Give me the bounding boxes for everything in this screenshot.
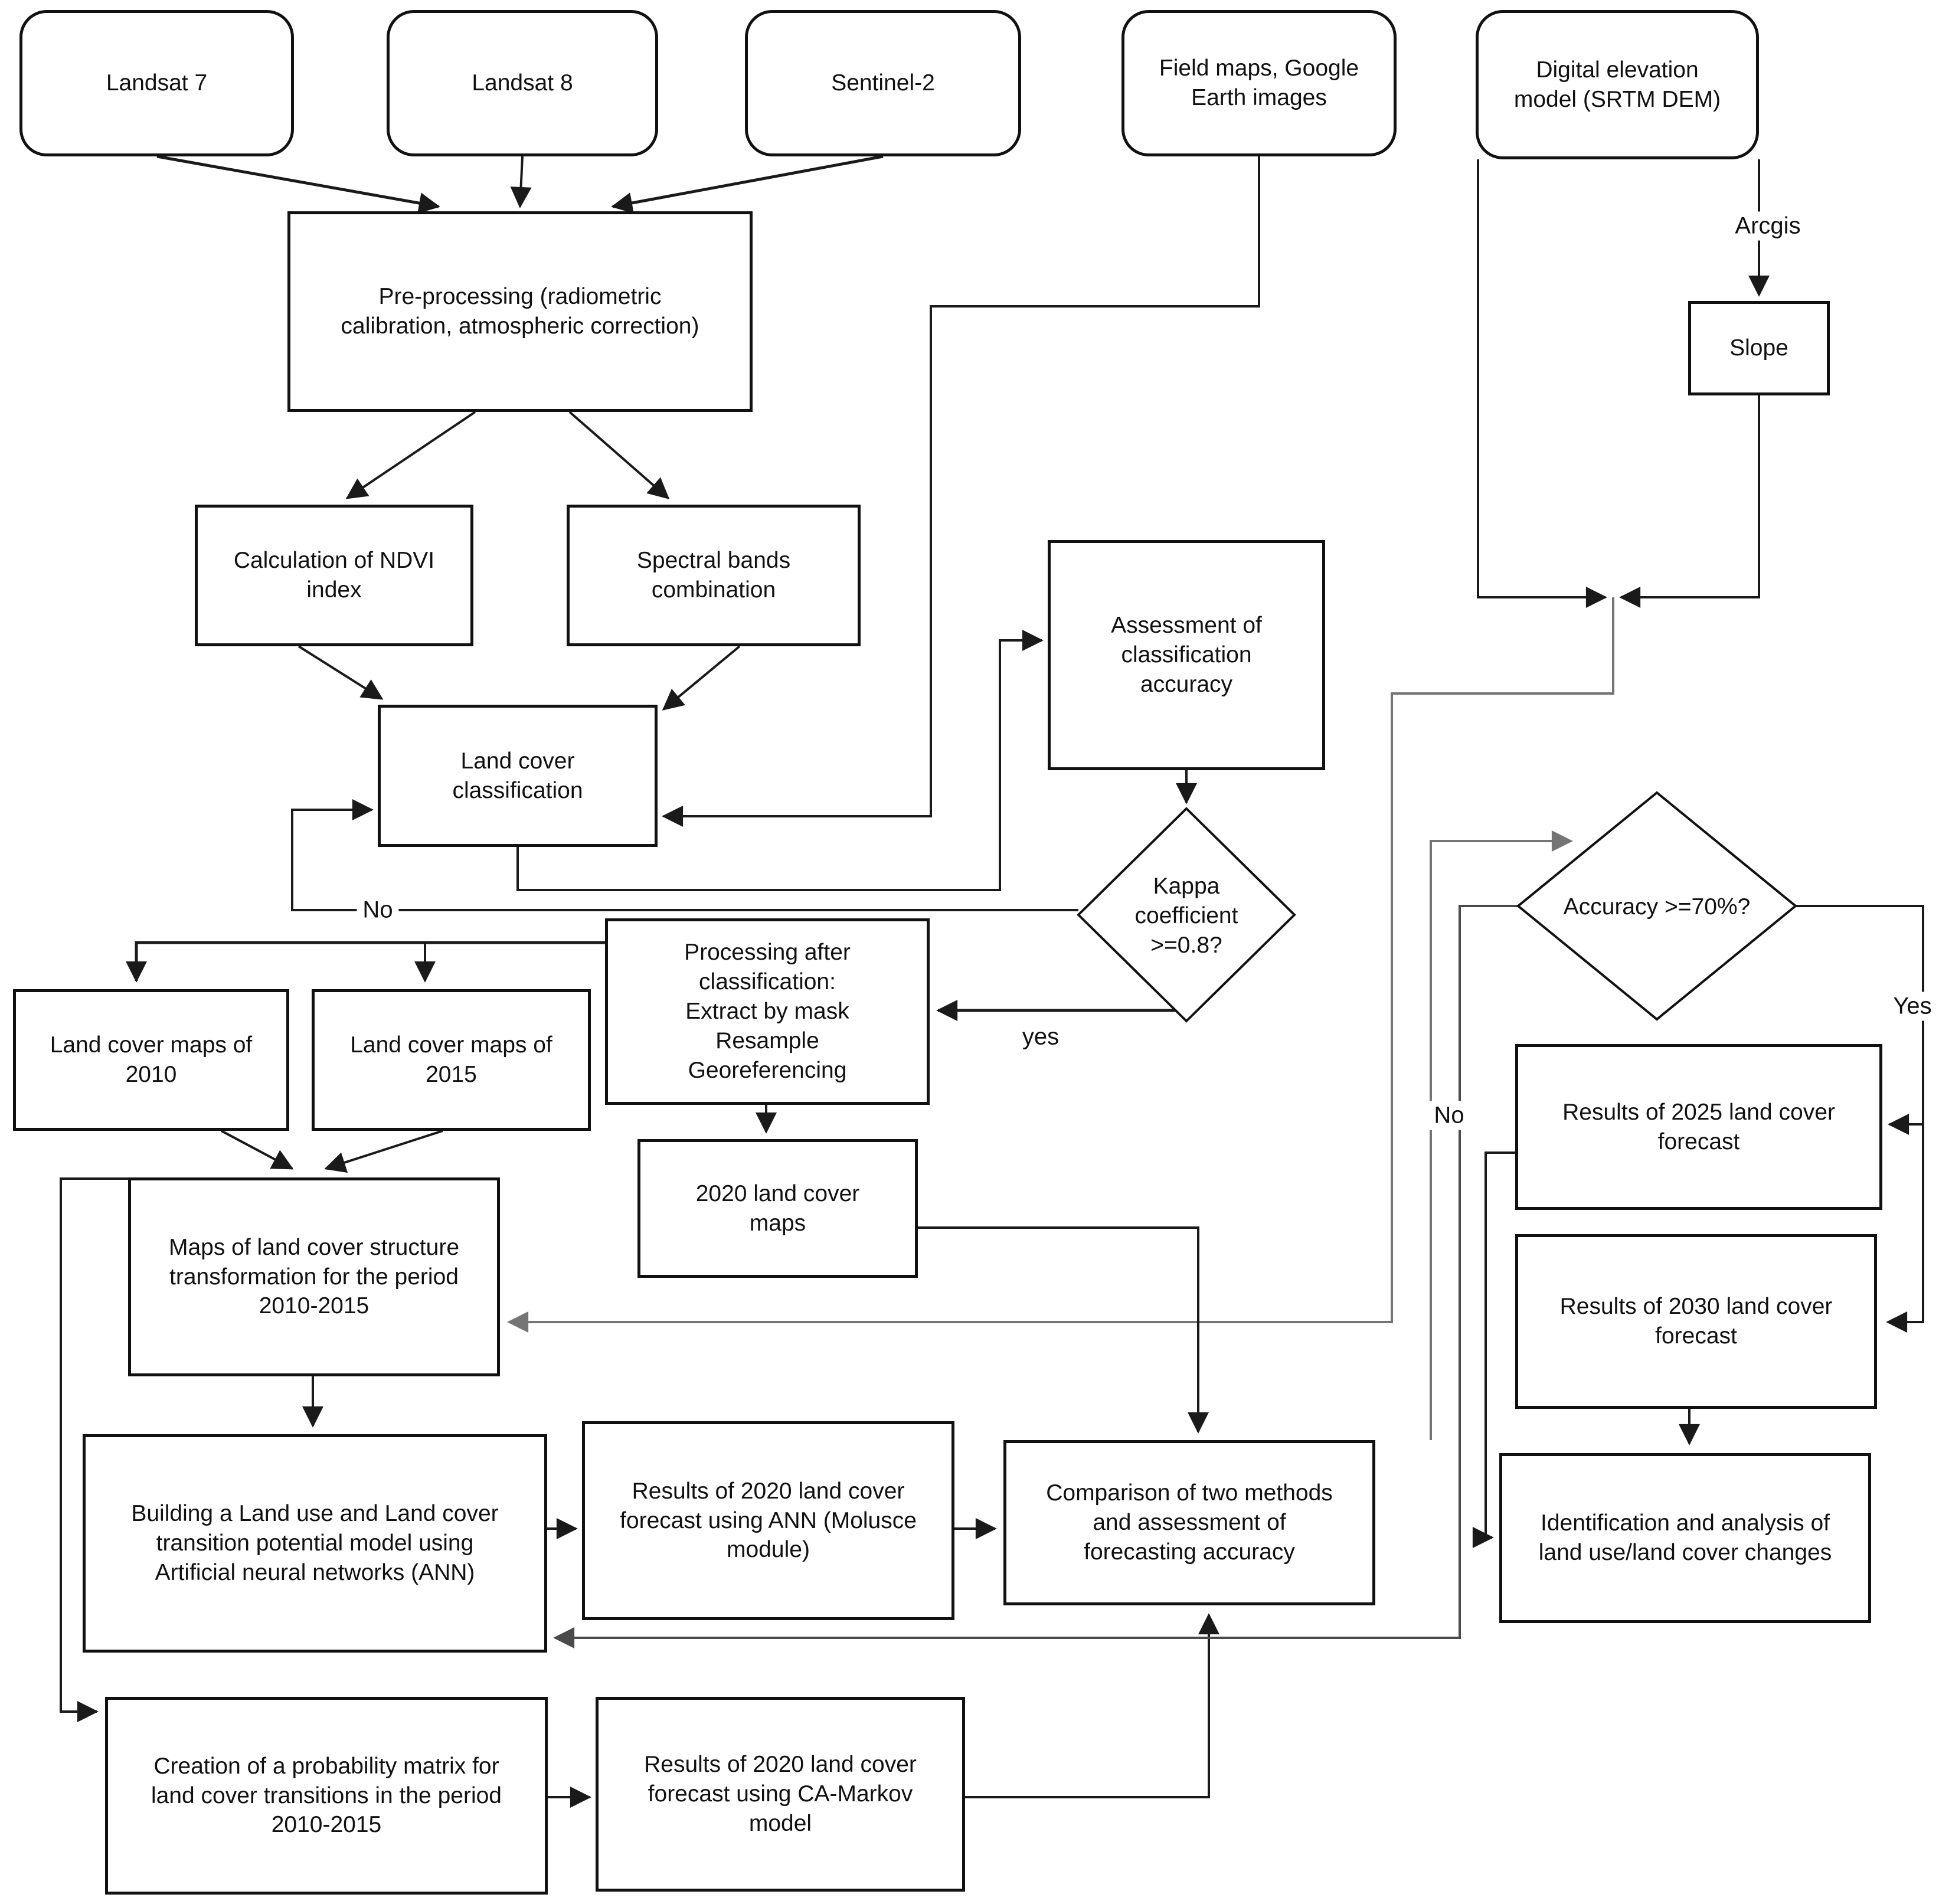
node-post-processing: Processing after classification: Extract… (605, 918, 930, 1105)
node-label: Identification and analysis of land use/… (1538, 1510, 1832, 1565)
node-label: Land cover classification (452, 748, 583, 803)
node-label: Results of 2020 land cover forecast usin… (644, 1752, 917, 1836)
accuracy-decision-label: Accuracy >=70%? (1563, 894, 1751, 920)
node-label: Land cover maps of 2015 (350, 1032, 552, 1087)
edge-label-accuracy-no: No (1428, 1101, 1470, 1130)
node-label: Landsat 8 (472, 70, 573, 96)
node-landsat7: Landsat 7 (19, 10, 294, 156)
accuracy-decision-diamond (1516, 791, 1798, 1021)
node-preprocessing: Pre-processing (radiometric calibration,… (287, 211, 753, 412)
node-maps-2015: Land cover maps of 2015 (312, 989, 591, 1131)
node-ndvi: Calculation of NDVI index (195, 505, 473, 646)
node-results-2030: Results of 2030 land cover forecast (1515, 1234, 1877, 1409)
node-field-maps: Field maps, Google Earth images (1121, 10, 1397, 156)
node-label: Slope (1729, 335, 1788, 361)
node-label: Building a Land use and Land cover trans… (131, 1501, 499, 1585)
node-maps-2010: Land cover maps of 2010 (13, 989, 289, 1131)
node-ca-markov-forecast: Results of 2020 land cover forecast usin… (596, 1697, 965, 1892)
node-label: Land cover maps of 2010 (50, 1032, 253, 1087)
node-ann-forecast: Results of 2020 land cover forecast usin… (582, 1421, 954, 1620)
node-label: Digital elevation model (SRTM DEM) (1513, 57, 1721, 112)
node-spectral-bands: Spectral bands combination (567, 505, 861, 646)
node-label: Maps of land cover structure transformat… (168, 1234, 460, 1319)
node-label: Sentinel-2 (831, 70, 935, 96)
node-maps-transformation: Maps of land cover structure transformat… (128, 1177, 500, 1376)
node-comparison: Comparison of two methods and assessment… (1003, 1440, 1375, 1605)
node-classification: Land cover classification (378, 705, 658, 847)
node-identification: Identification and analysis of land use/… (1499, 1453, 1871, 1623)
node-label: Creation of a probability matrix for lan… (151, 1753, 502, 1838)
node-landsat8: Landsat 8 (387, 10, 658, 156)
node-label: Comparison of two methods and assessment… (1046, 1480, 1333, 1565)
node-label: Pre-processing (radiometric calibration,… (341, 284, 699, 339)
edge-label-arcgis: Arcgis (1729, 211, 1807, 241)
node-dem: Digital elevation model (SRTM DEM) (1476, 10, 1759, 159)
node-results-2025: Results of 2025 land cover forecast (1515, 1044, 1882, 1210)
kappa-decision-label: Kappa coefficient >=0.8? (1134, 874, 1238, 958)
node-label: Results of 2030 land cover forecast (1559, 1294, 1833, 1349)
node-label: Processing after classification: Extract… (684, 940, 851, 1083)
node-ann-model: Building a Land use and Land cover trans… (83, 1434, 547, 1653)
node-label: Landsat 7 (106, 70, 208, 96)
node-label: Field maps, Google Earth images (1159, 55, 1359, 110)
node-label: Results of 2025 land cover forecast (1562, 1099, 1835, 1154)
edge-label-kappa-yes: yes (1016, 1022, 1065, 1052)
node-slope: Slope (1688, 301, 1830, 395)
node-assessment: Assessment of classification accuracy (1048, 540, 1325, 770)
node-probability-matrix: Creation of a probability matrix for lan… (105, 1697, 548, 1895)
node-label: 2020 land cover maps (695, 1180, 860, 1236)
node-sentinel2: Sentinel-2 (745, 10, 1021, 156)
node-maps-2020: 2020 land cover maps (637, 1139, 918, 1278)
edge-label-kappa-no: No (357, 895, 399, 925)
node-label: Assessment of classification accuracy (1111, 613, 1262, 697)
node-label: Calculation of NDVI index (233, 548, 435, 603)
node-label: Results of 2020 land cover forecast usin… (620, 1478, 917, 1563)
edge-label-accuracy-yes: Yes (1887, 992, 1938, 1021)
kappa-decision-diamond (1077, 807, 1296, 1023)
node-label: Spectral bands combination (636, 548, 791, 603)
